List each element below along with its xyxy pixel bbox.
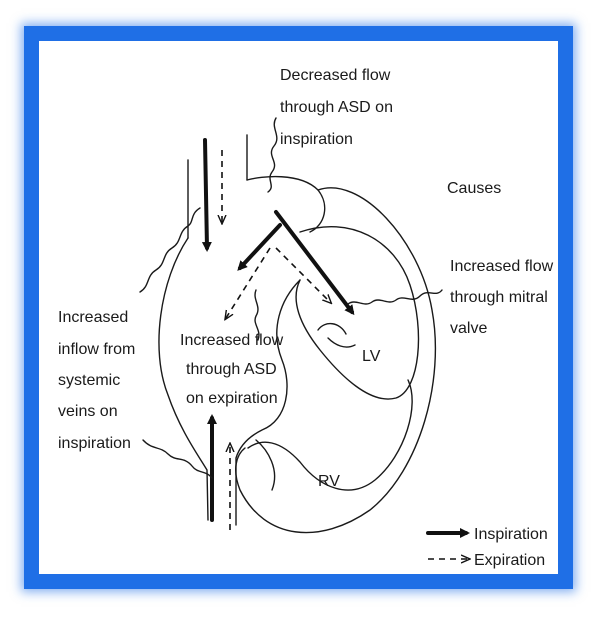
label-decreased-flow: Decreased flow through ASD on inspiratio… (280, 67, 397, 148)
label-increased-asd: Increased flow through ASD on expiration (180, 332, 288, 407)
leader-lines (139, 117, 443, 479)
leader-mitral (347, 289, 443, 305)
label-increased-mitral: Increased flow through mitral valve (450, 258, 558, 337)
mitral-inspiration-arrow (274, 210, 355, 316)
legend: Inspiration Expiration (426, 526, 548, 569)
label-lv: LV (362, 348, 381, 365)
expiration-arrows (222, 150, 330, 530)
lv-expiration-arrow (275, 247, 330, 302)
asd-expiration-arrow (226, 247, 271, 318)
leader-asd-expiration (254, 289, 260, 341)
inspiration-arrows (201, 138, 355, 522)
leader-inflow-inspiration (142, 439, 213, 479)
label-rv: RV (318, 473, 340, 490)
label-increased-inflow: Increased inflow from systemic veins on … (58, 309, 140, 452)
label-causes: Causes (447, 180, 501, 197)
asd-inspiration-arrow (237, 223, 282, 271)
leader-decreased-flow (267, 117, 278, 193)
legend-inspiration-label: Inspiration (474, 526, 548, 543)
leader-inflow-systemic (139, 207, 201, 293)
legend-expiration-label: Expiration (474, 552, 545, 569)
blue-frame (24, 26, 573, 589)
superior-vena-cava (187, 134, 248, 239)
valve-leaflets (255, 323, 356, 491)
svc-inspiration-arrow (201, 138, 212, 252)
heart-outline (234, 187, 437, 534)
